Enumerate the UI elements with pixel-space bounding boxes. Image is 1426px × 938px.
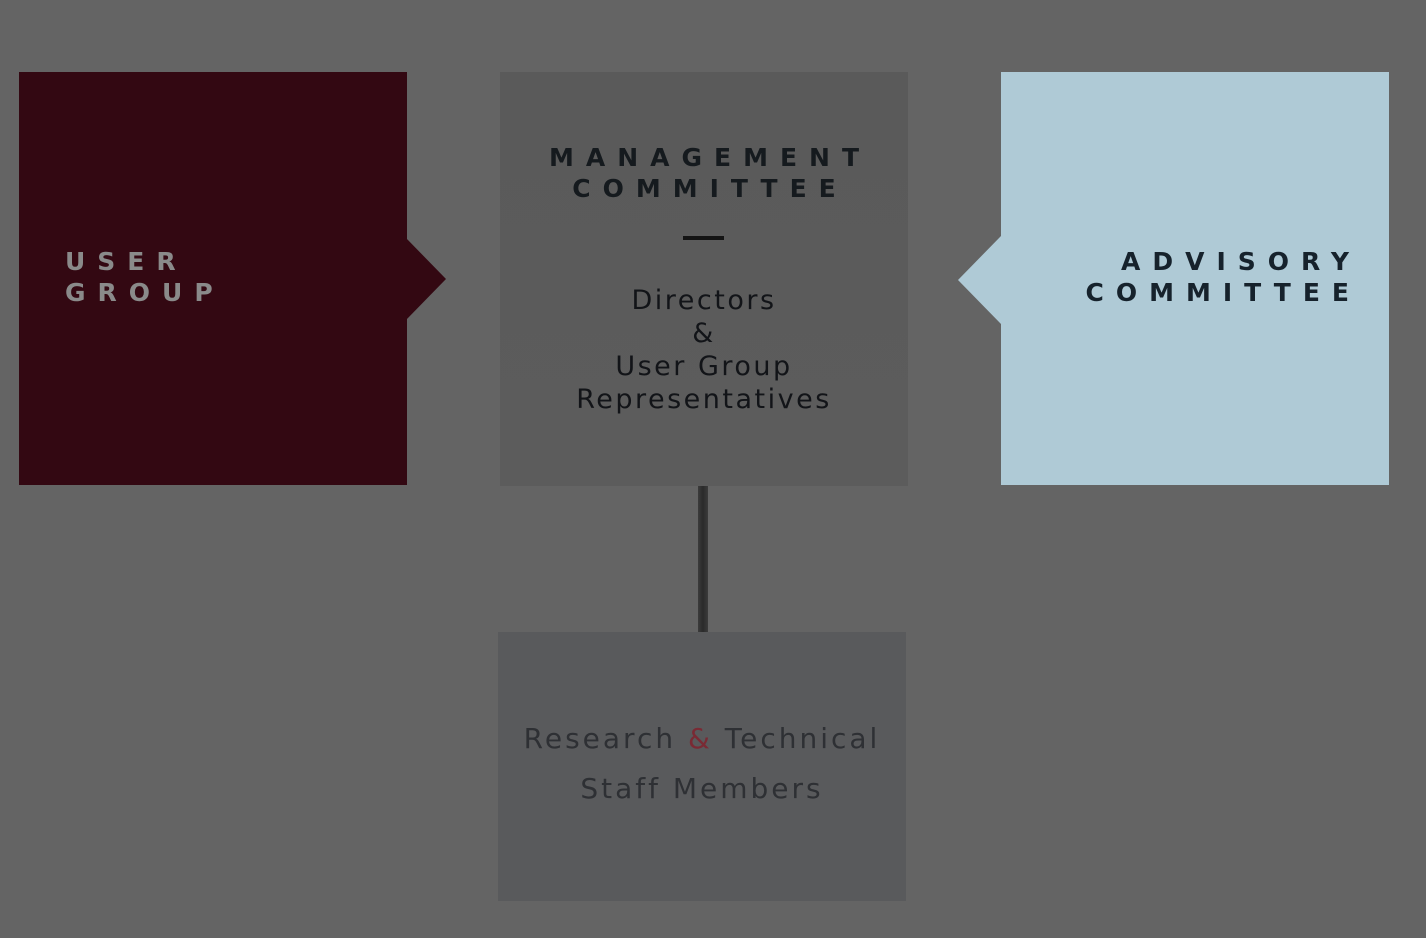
staff-title-line2: Staff Members <box>580 772 824 805</box>
user-group-box: USER GROUP <box>19 72 407 485</box>
management-staff-connector <box>698 486 708 633</box>
staff-title-line1: Research & Technical <box>498 722 906 755</box>
advisory-committee-box: ADVISORY COMMITTEE <box>1001 72 1389 485</box>
user-group-title: USER GROUP <box>65 247 225 307</box>
management-committee-members: Directors & User Group Representatives <box>576 285 832 415</box>
management-divider <box>683 236 724 240</box>
management-committee-box: MANAGEMENT COMMITTEE Directors & User Gr… <box>500 72 908 486</box>
management-committee-title: MANAGEMENT COMMITTEE <box>548 143 872 203</box>
user-group-arrow <box>406 238 446 320</box>
staff-research-label: Research <box>523 722 688 755</box>
advisory-committee-title: ADVISORY COMMITTEE <box>1085 247 1361 307</box>
staff-technical-label: Technical <box>712 722 881 755</box>
staff-box: Research & Technical Staff Members <box>498 632 906 901</box>
advisory-committee-arrow <box>958 236 1001 324</box>
staff-ampersand: & <box>688 722 713 755</box>
